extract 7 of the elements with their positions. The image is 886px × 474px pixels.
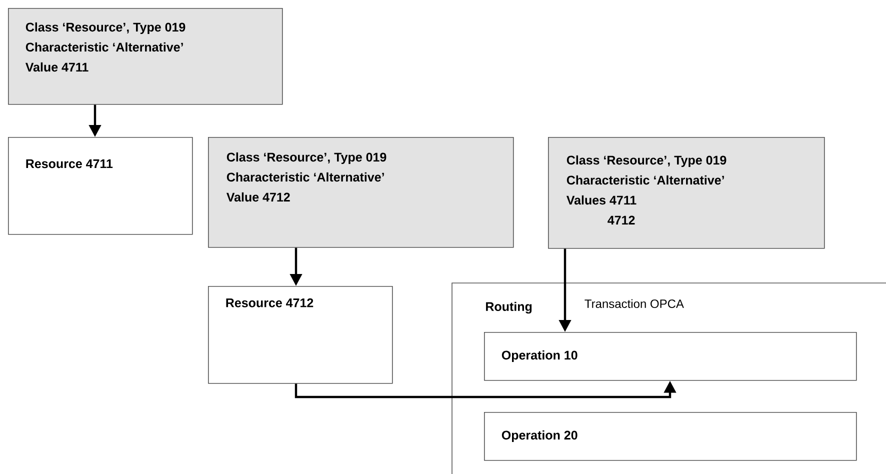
- resource-box: Resource 4712: [208, 286, 393, 384]
- class-box: Class ‘Resource’, Type 019 Characteristic ‘Alternative’ Value 4712: [208, 137, 514, 248]
- operation-box: Operation 10: [484, 332, 857, 381]
- class-box: Class ‘Resource’, Type 019 Characteristic ‘Alternative’ Values 4711 4712: [548, 137, 825, 249]
- resource-box: Resource 4711: [8, 137, 193, 235]
- class-box: Class ‘Resource’, Type 019 Characteristic ‘Alternative’ Value 4711: [8, 8, 283, 105]
- operation-box: Operation 20: [484, 412, 857, 461]
